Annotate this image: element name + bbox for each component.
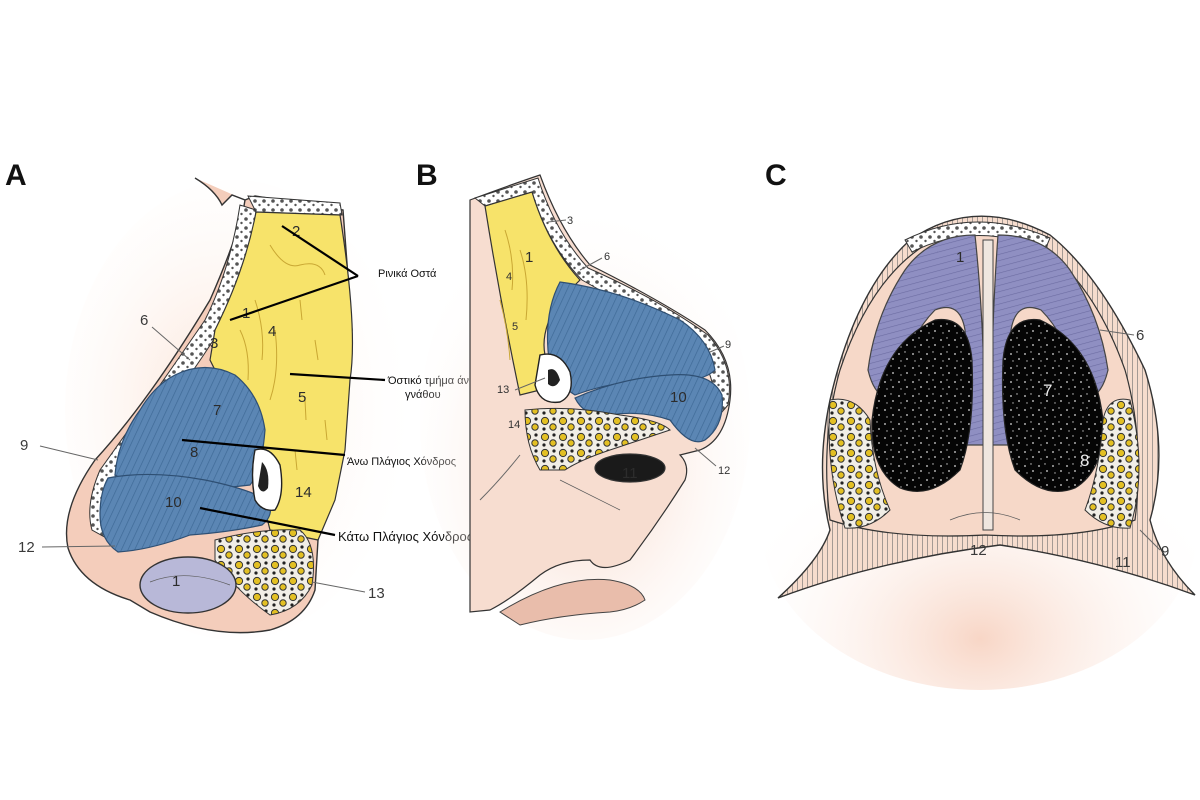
panel-a-label-1b: 1 (172, 573, 180, 590)
panel-b-letter: B (416, 159, 438, 192)
panel-b-leader-14-line (479, 454, 521, 501)
panel-a-label-14: 14 (295, 484, 312, 501)
panel-a-label-8: 8 (190, 444, 198, 461)
panel-a-annotation-line-upper-lateral (181, 438, 346, 457)
panel-a-leader-6 (151, 326, 191, 361)
panel-a-label-4: 4 (268, 323, 276, 340)
panel-c-label-7: 7 (1043, 381, 1052, 400)
panel-b-label-5: 5 (512, 321, 518, 333)
panel-a-top-cap (247, 195, 343, 216)
panel-b-leader-13 (514, 377, 546, 391)
panel-c-label-1: 1 (956, 249, 964, 266)
panel-c-label-8: 8 (1080, 451, 1089, 470)
panel-b-label-4: 4 (506, 271, 512, 283)
panel-a-nostril (139, 556, 237, 614)
panel-c-left-fatty-tissue (828, 398, 891, 529)
panel-c: C 1 6 7 8 9 11 12 (760, 159, 1200, 690)
panel-a-letter: A (5, 159, 27, 192)
panel-a-annotation-line-nasal-2 (229, 274, 359, 322)
panel-b-label-3: 3 (567, 215, 573, 227)
panel-b-label-13: 13 (497, 384, 509, 396)
panel-c-letter: C (765, 159, 787, 192)
panel-c-label-9: 9 (1161, 543, 1169, 560)
panel-b-nostril (594, 453, 666, 483)
panel-b-bone-texture (499, 229, 528, 361)
panel-a-label-13: 13 (368, 585, 385, 602)
panel-a-label-6: 6 (140, 312, 148, 329)
panel-b-fatty-tissue (524, 407, 671, 471)
panel-c-right-nostril (1001, 318, 1104, 492)
panel-b-label-14: 14 (508, 419, 520, 431)
panel-c-label-11: 11 (1115, 554, 1131, 571)
panel-a-leader-13 (311, 581, 366, 593)
panel-b-leader-6 (579, 257, 603, 271)
panel-c-right-fatty-tissue (1084, 398, 1140, 529)
panel-b-leader-3 (547, 219, 567, 223)
panel-a-callout-lower-lateral: Κάτω Πλάγιος Χόνδρος (338, 529, 473, 544)
panel-a-lower-lateral-cartilage (99, 473, 272, 553)
panel-b-leader-9 (709, 345, 725, 353)
panel-c-leader-9 (1139, 529, 1161, 551)
panel-b-ala-line (559, 479, 621, 511)
panel-c-label-6: 6 (1136, 327, 1144, 344)
panel-a-annotation-line-nasal-1 (281, 225, 359, 277)
panel-a-annotation-line-maxilla (289, 372, 386, 382)
panel-a-leader-9 (39, 445, 99, 461)
panel-a-label-12: 12 (18, 539, 35, 556)
panel-c-leader-6 (1099, 329, 1135, 336)
panel-b: B 3 1 4 6 5 9 13 10 14 (416, 159, 750, 640)
panel-c-septum (982, 239, 994, 531)
panel-b-label-11: 11 (622, 465, 638, 482)
panel-c-columella-line (949, 512, 1021, 521)
panel-b-label-9: 9 (725, 339, 731, 351)
panel-a-sesamoid-shape (258, 462, 269, 492)
panel-b-lip (499, 578, 646, 626)
panel-b-label-10: 10 (670, 389, 687, 406)
panel-b-label-6: 6 (604, 251, 610, 263)
panel-a-leader-12 (41, 545, 116, 548)
panel-a-label-2: 2 (292, 223, 300, 240)
panel-c-left-nostril (871, 318, 974, 492)
panel-a-label-9: 9 (20, 437, 28, 454)
panel-a-annotation-line-lower-lateral (199, 506, 336, 537)
panel-a-bone-texture (239, 244, 328, 471)
panel-a-label-10: 10 (165, 494, 182, 511)
panel-a-callout-nasal-bones: Ρινικά Οστά (378, 268, 437, 280)
panel-b-label-12: 12 (718, 465, 730, 477)
panel-a: A 2 1 3 4 5 6 7 (5, 159, 478, 640)
panel-a-label-5: 5 (298, 389, 306, 406)
panel-a-label-3: 3 (210, 335, 218, 352)
panel-b-leader-12 (694, 447, 717, 467)
panel-a-nostril-rim (149, 575, 231, 586)
panel-b-sesamoid-shape (548, 369, 560, 387)
panel-a-fatty-tissue (214, 529, 314, 616)
panel-b-label-1: 1 (525, 249, 533, 266)
panel-c-label-12: 12 (970, 542, 987, 559)
panel-a-label-7: 7 (213, 402, 221, 419)
